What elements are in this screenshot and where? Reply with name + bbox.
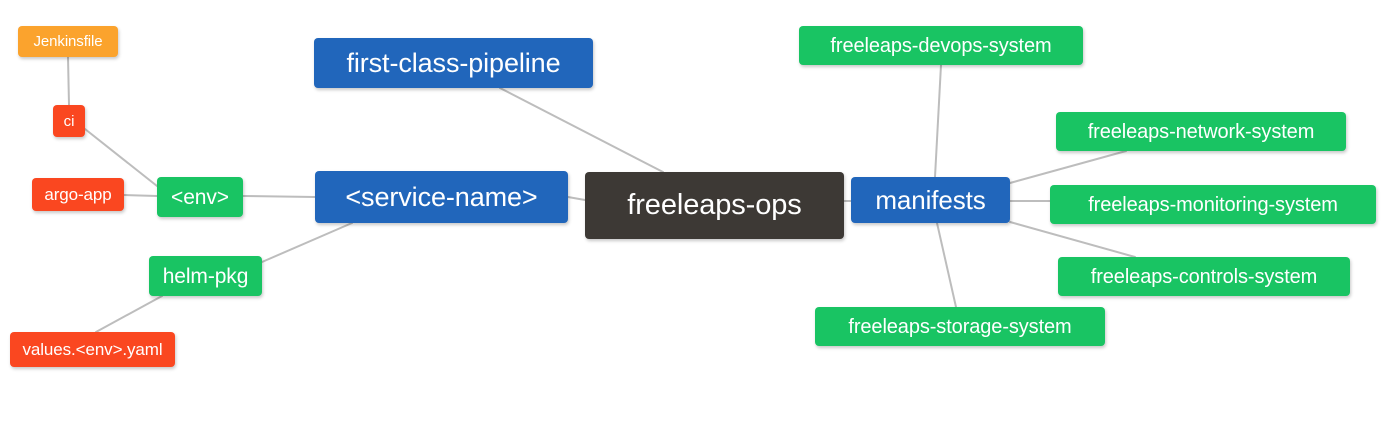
edge-manifests-to-freeleaps-controls-system <box>1009 221 1136 258</box>
node-argo-app[interactable]: argo-app <box>32 178 124 211</box>
edge-argo-app-to-env <box>123 194 158 197</box>
node-freeleaps-network-system[interactable]: freeleaps-network-system <box>1056 112 1346 151</box>
edge-first-class-pipeline-to-freeleaps-ops <box>499 87 664 173</box>
node-first-class-pipeline[interactable]: first-class-pipeline <box>314 38 593 88</box>
node-helm-pkg[interactable]: helm-pkg <box>149 256 262 296</box>
node-service-name[interactable]: <service-name> <box>315 171 568 223</box>
edge-service-name-to-helm-pkg <box>261 222 353 263</box>
node-freeleaps-devops-system[interactable]: freeleaps-devops-system <box>799 26 1083 65</box>
edge-service-name-to-freeleaps-ops <box>567 196 586 201</box>
node-freeleaps-controls-system[interactable]: freeleaps-controls-system <box>1058 257 1350 296</box>
edge-manifests-to-freeleaps-network-system <box>1009 150 1127 184</box>
edge-env-to-service-name <box>242 195 316 198</box>
node-freeleaps-storage-system[interactable]: freeleaps-storage-system <box>815 307 1105 346</box>
node-freeleaps-ops[interactable]: freeleaps-ops <box>585 172 844 239</box>
edge-manifests-to-freeleaps-devops-system <box>934 64 942 178</box>
node-values-env-yaml[interactable]: values.<env>.yaml <box>10 332 175 367</box>
node-freeleaps-monitoring-system[interactable]: freeleaps-monitoring-system <box>1050 185 1376 224</box>
edge-helm-pkg-to-values-env-yaml <box>95 295 163 333</box>
node-env[interactable]: <env> <box>157 177 243 217</box>
edge-jenkinsfile-to-ci <box>67 56 70 106</box>
node-ci[interactable]: ci <box>53 105 85 137</box>
node-jenkinsfile[interactable]: Jenkinsfile <box>18 26 118 57</box>
node-manifests[interactable]: manifests <box>851 177 1010 223</box>
edge-manifests-to-freeleaps-storage-system <box>936 222 957 308</box>
